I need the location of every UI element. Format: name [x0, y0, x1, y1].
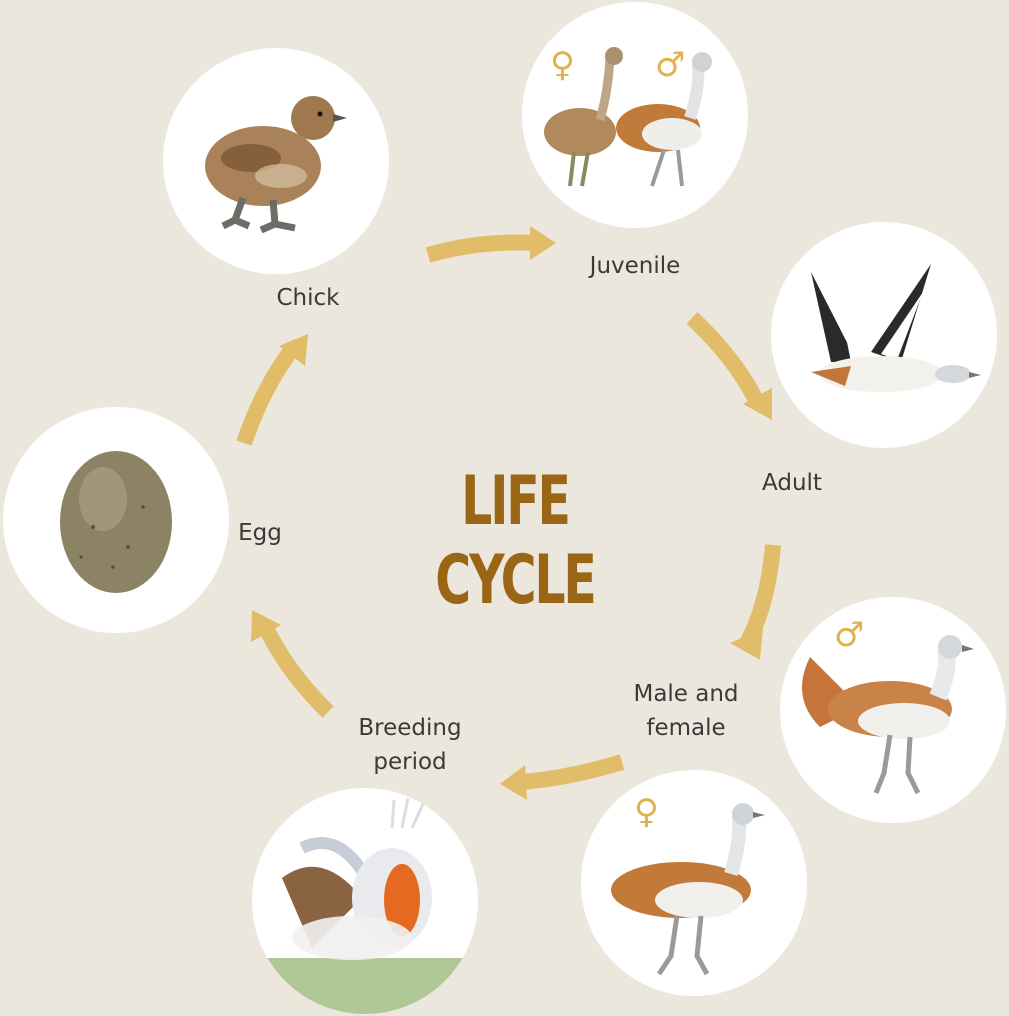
juvenile-male-symbol: ♂ [655, 48, 685, 82]
breeding-display-illustration [252, 788, 478, 1014]
arrow-chick-to-juvenile [428, 243, 535, 256]
chick-label: Chick [258, 281, 358, 315]
male-symbol: ♂ [834, 618, 864, 652]
male-image [780, 597, 1006, 823]
male-female-label-line2: female [606, 711, 766, 745]
juvenile-label: Juvenile [575, 249, 695, 283]
female-illustration [581, 770, 807, 996]
egg-label: Egg [228, 516, 292, 550]
breeding-label-line1: Breeding [335, 711, 485, 745]
adult-image [771, 222, 997, 448]
chick-image [163, 48, 389, 274]
adult-label: Adult [742, 466, 842, 500]
egg-illustration [3, 407, 229, 633]
juvenile-female-symbol: ♀ [550, 48, 575, 82]
egg-image [3, 407, 229, 633]
female-image [581, 770, 807, 996]
juvenile-illustration [522, 2, 748, 228]
breeding-label-line2: period [335, 745, 485, 779]
male-female-label-line1: Male and [606, 677, 766, 711]
female-symbol: ♀ [634, 795, 659, 829]
adult-illustration [771, 222, 997, 448]
chick-illustration [163, 48, 389, 274]
arrow-juvenile-to-adult [692, 318, 757, 402]
breeding-image [252, 788, 478, 1014]
arrowhead-breeding [500, 765, 527, 800]
arrow-egg-to-chick [244, 352, 290, 443]
arrow-breeding-to-egg [268, 632, 328, 712]
arrowhead-juvenile [530, 226, 556, 260]
juvenile-image [522, 2, 748, 228]
male-illustration [780, 597, 1006, 823]
diagram-title: LIFE CYCLE [407, 462, 623, 620]
